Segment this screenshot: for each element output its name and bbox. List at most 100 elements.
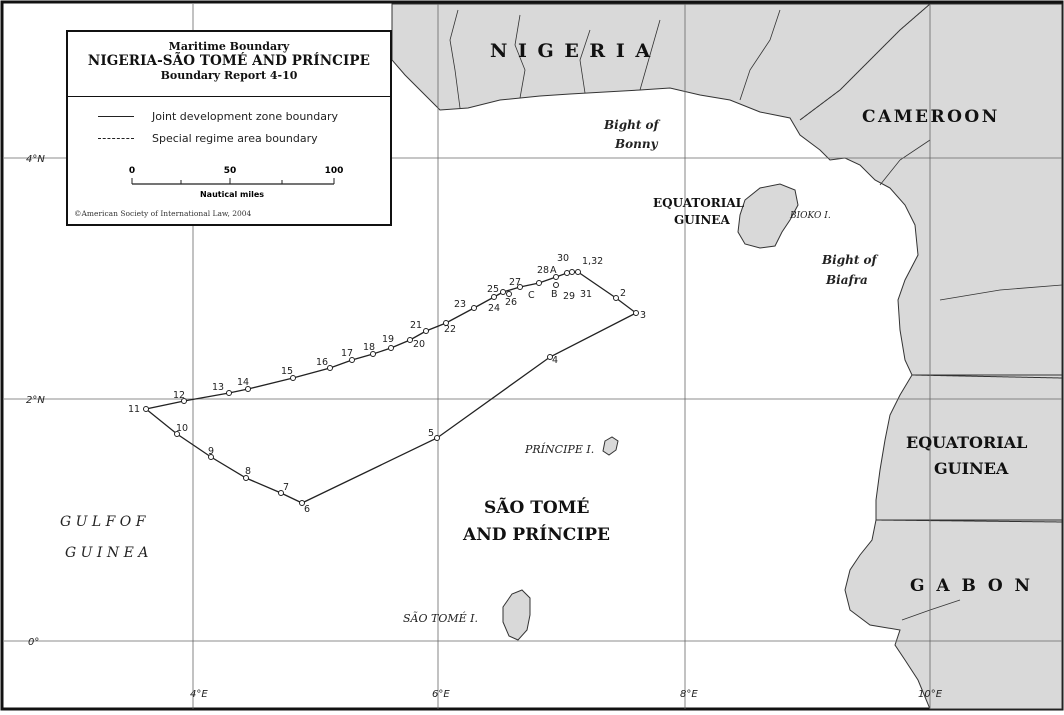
vertex-9 [208, 454, 214, 460]
vertex-label-17: 17 [341, 348, 353, 359]
vertex-b [553, 282, 559, 288]
scale-tick-0: 0 [129, 166, 135, 176]
vertex-1-32 [575, 269, 581, 275]
label-gabon: G A B O N [910, 576, 1033, 596]
scale-unit: Nautical miles [200, 190, 264, 199]
vertex-29 [564, 270, 570, 276]
lon-label-4e: 4°E [190, 689, 208, 700]
legend-subtitle: Maritime Boundary [168, 40, 290, 53]
vertex-label-22: 22 [444, 324, 456, 335]
vertex-30 [569, 269, 575, 275]
vertex-label-a: A [550, 265, 557, 276]
borders [799, 3, 1063, 523]
legend-special-label: Special regime area boundary [152, 132, 318, 145]
vertex-label-26: 26 [505, 297, 517, 308]
lat-label-4n: 4°N [26, 154, 45, 165]
vertex-24 [491, 294, 497, 300]
vertex-14 [245, 386, 251, 392]
vertex-label-20: 20 [413, 339, 425, 350]
vertex-label-29: 29 [563, 291, 575, 302]
lon-label-6e: 6°E [432, 689, 450, 700]
vertex-label-2: 2 [620, 288, 626, 299]
vertex-19 [388, 345, 394, 351]
legend-row-joint: Joint development zone boundary [98, 110, 338, 123]
vertex-label-21: 21 [410, 320, 422, 331]
vertex-25 [500, 289, 506, 295]
vertex-16 [327, 365, 333, 371]
legend-copyright: ©American Society of International Law, … [74, 209, 252, 218]
label-gulf-2: G U I N E A [65, 545, 148, 561]
vertex-17 [349, 357, 355, 363]
legend-divider [68, 96, 390, 97]
legend-report: Boundary Report 4-10 [160, 69, 298, 82]
vertex-5 [434, 435, 440, 441]
label-eq-guinea-main-1: EQUATORIAL [906, 433, 1027, 452]
vertex-3 [633, 310, 639, 316]
vertex-27 [517, 284, 523, 290]
vertex-label-24: 24 [488, 303, 500, 314]
label-cameroon: CAMEROON [862, 107, 1000, 127]
label-bight-bonny-1: Bight of [603, 118, 661, 132]
label-stp-2: AND PRÍNCIPE [462, 524, 610, 545]
vertex-26 [506, 291, 512, 297]
vertex-label-12: 12 [173, 390, 185, 401]
vertex-label-31: 31 [580, 289, 592, 300]
label-stp-1: SÃO TOMÉ [484, 496, 589, 518]
land-equatorial-guinea-mainland [875, 374, 1063, 521]
vertex-6 [299, 500, 305, 506]
label-sao-tome: SÃO TOMÉ I. [403, 611, 478, 625]
legend-title: NIGERIA-SÃO TOMÉ AND PRÍNCIPE [87, 53, 371, 69]
vertex-label-15: 15 [281, 366, 293, 377]
vertex-2 [613, 295, 619, 301]
land-principe [602, 436, 619, 456]
lat-label-0: 0° [28, 637, 39, 648]
lat-label-2n: 2°N [26, 395, 45, 406]
vertex-label-11: 11 [128, 404, 140, 415]
solid-line-swatch [98, 116, 134, 117]
label-bight-bonny-2: Bonny [614, 137, 659, 151]
vertex-18 [370, 351, 376, 357]
vertex-label-16: 16 [316, 357, 328, 368]
scale-tick-50: 50 [224, 166, 237, 176]
label-gulf-1: G U L F O F [60, 514, 147, 530]
vertex-label-3: 3 [640, 310, 646, 321]
dashed-line-swatch [98, 138, 134, 139]
vertex-label-25: 25 [487, 284, 499, 295]
scale-bar: 0 50 100 Nautical miles [129, 166, 344, 199]
vertex-label-19: 19 [382, 334, 394, 345]
legend-row-special: Special regime area boundary [98, 132, 318, 145]
label-eq-guinea-bioko-2: GUINEA [674, 213, 730, 227]
vertex-label-23: 23 [454, 299, 466, 310]
vertex-label-8: 8 [245, 466, 251, 477]
label-bight-biafra-2: Biafra [825, 273, 868, 287]
land-nigeria [391, 3, 1063, 376]
vertex-12 [181, 398, 187, 404]
vertex-15 [290, 375, 296, 381]
vertex-label-13: 13 [212, 382, 224, 393]
label-eq-guinea-main-2: GUINEA [934, 459, 1009, 478]
vertex-13 [226, 390, 232, 396]
vertex-7 [278, 490, 284, 496]
boundary-vertices [143, 269, 639, 506]
land-sao-tome [502, 589, 531, 641]
vertex-label-9: 9 [208, 446, 214, 457]
map-legend: Maritime Boundary NIGERIA-SÃO TOMÉ AND P… [66, 30, 392, 226]
lon-label-8e: 8°E [680, 689, 698, 700]
scale-tick-100: 100 [325, 166, 344, 176]
vertex-label-7: 7 [283, 482, 289, 493]
vertex-label-18: 18 [363, 342, 375, 353]
vertex-label-14: 14 [237, 377, 249, 388]
vertex-label-30: 30 [557, 253, 569, 264]
vertex-8 [243, 475, 249, 481]
vertex-c [536, 280, 542, 286]
vertex-4 [547, 354, 553, 360]
vertex-label-27: 27 [509, 277, 521, 288]
vertex-label-c: C [528, 290, 535, 301]
vertex-label-6: 6 [304, 504, 310, 515]
vertex-label-10: 10 [176, 423, 188, 434]
label-bioko: BIOKO I. [789, 211, 831, 221]
vertex-label-4: 4 [552, 355, 558, 366]
vertex-21 [423, 328, 429, 334]
